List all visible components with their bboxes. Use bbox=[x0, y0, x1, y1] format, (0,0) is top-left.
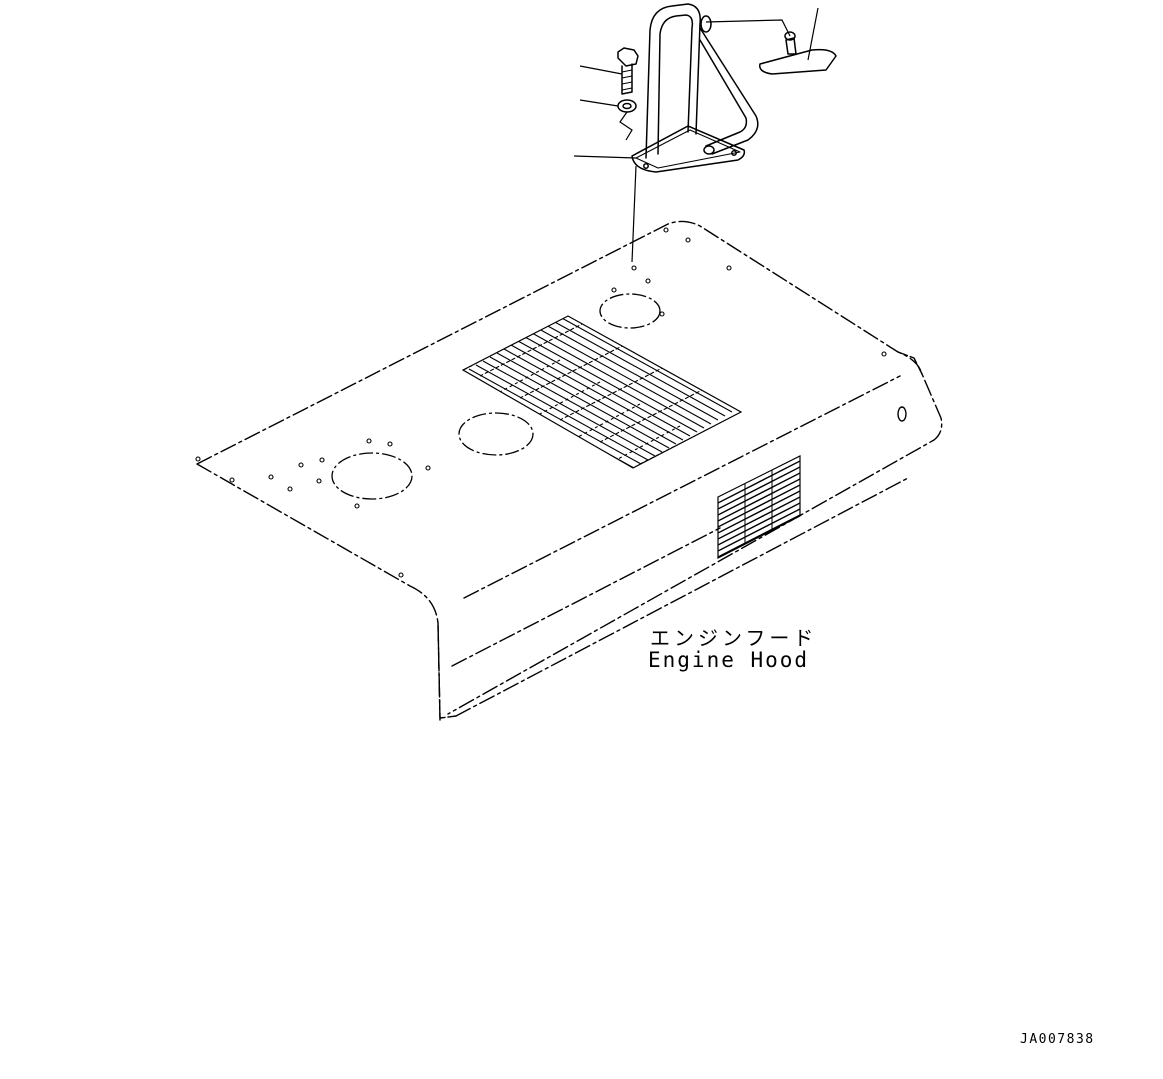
top-grille bbox=[461, 315, 743, 469]
hood-fold-line bbox=[463, 375, 901, 599]
assembly-line bbox=[631, 165, 637, 263]
side-vent bbox=[717, 455, 801, 559]
handrail-u-bar bbox=[645, 3, 701, 159]
hood-skirt-line-2 bbox=[451, 527, 721, 667]
component-label-en: Engine Hood bbox=[648, 648, 810, 672]
washer bbox=[617, 99, 637, 113]
handrail-brace bbox=[699, 27, 759, 155]
leader-washer-zigzag bbox=[619, 111, 633, 141]
leader-foot-pad bbox=[807, 7, 819, 61]
foot-pad bbox=[759, 31, 837, 75]
engine-hood bbox=[196, 220, 943, 721]
hood-side-hole bbox=[897, 406, 907, 422]
hood-openings bbox=[331, 293, 661, 500]
leader-plate bbox=[573, 155, 637, 159]
hood-left-edge bbox=[437, 621, 457, 719]
leader-bolt bbox=[579, 65, 623, 75]
component-label-jp: エンジンフード bbox=[650, 626, 818, 650]
handrail-assembly bbox=[617, 3, 837, 173]
opening-rear bbox=[599, 293, 661, 329]
mounting-holes bbox=[195, 227, 887, 578]
leader-washer bbox=[579, 99, 619, 107]
handrail-base-plate bbox=[631, 125, 746, 173]
drawing-code: JA007838 bbox=[1020, 1032, 1095, 1047]
hood-end-cap bbox=[897, 351, 923, 375]
hood-top-outline bbox=[196, 220, 943, 721]
leader-pin bbox=[705, 19, 791, 37]
opening-left bbox=[331, 452, 413, 500]
hood-skirt-line bbox=[455, 477, 909, 717]
leader-lines bbox=[573, 7, 819, 263]
bolt bbox=[617, 47, 639, 95]
opening-center bbox=[458, 412, 534, 456]
